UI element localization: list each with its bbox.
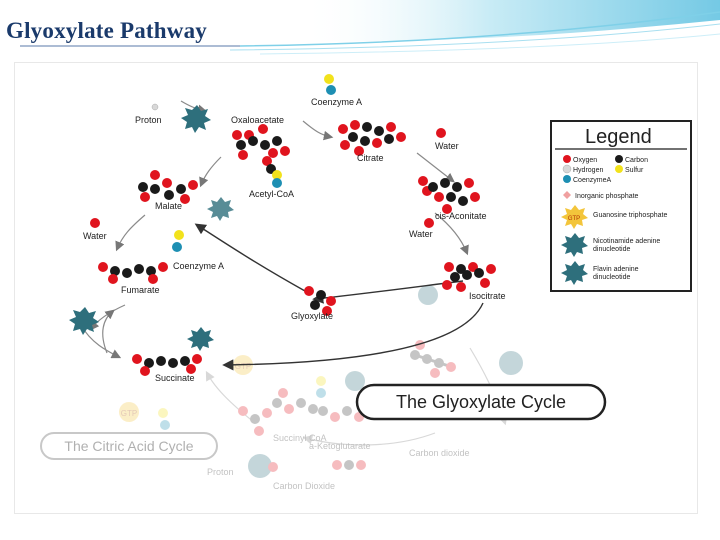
nadh-icon-malate [207, 197, 234, 221]
svg-text:The Glyoxylate Cycle: The Glyoxylate Cycle [396, 392, 566, 412]
label-succinyl-coa: Succinyl CoA [273, 433, 327, 443]
svg-text:dinucleotide: dinucleotide [593, 274, 630, 281]
label-a-ketoglutarate: a-Ketoglutarate [309, 441, 371, 451]
legend-item-sulfur: Sulfur [615, 165, 644, 174]
svg-text:Citrate: Citrate [357, 153, 384, 163]
legend-item-fad: Flavin adenine dinucleotide [561, 261, 639, 285]
molecule-water-left: Water [83, 218, 107, 241]
molecule-oxaloacetate: Oxaloacetate [231, 115, 290, 160]
svg-text:Water: Water [409, 229, 433, 239]
slide-title: Glyoxylate Pathway [6, 18, 207, 43]
molecule-water-mid: Water [409, 218, 434, 239]
svg-text:Water: Water [83, 231, 107, 241]
svg-text:Nicotinamide adenine: Nicotinamide adenine [593, 238, 660, 245]
svg-text:Coenzyme A: Coenzyme A [311, 97, 362, 107]
legend-item-oxygen: Oxygen [563, 155, 597, 164]
svg-text:CoenzymeA: CoenzymeA [573, 177, 611, 184]
legend-item-coenzyme-a: CoenzymeA [563, 175, 611, 184]
faded-nadh-star-1 [418, 285, 438, 305]
citric-acid-cycle-label: The Citric Acid Cycle [40, 432, 218, 460]
svg-text:The Citric Acid Cycle: The Citric Acid Cycle [64, 438, 193, 454]
arrow-isocitrate-to-succinate [222, 302, 484, 371]
glyoxylate-cycle-diagram: GTP GTP Succinyl CoA a-Ketoglutarate Car… [40, 74, 692, 491]
svg-text:Fumarate: Fumarate [121, 285, 160, 295]
molecule-cis-aconitate: cis-Aconitate [418, 176, 487, 221]
legend-item-nad: Nicotinamide adenine dinucleotide [561, 233, 660, 257]
molecule-succinate: Succinate [132, 354, 202, 383]
fadh-icon [561, 261, 588, 285]
legend: Legend Oxygen Carbon Hydrogen Sulfur Coe… [550, 120, 692, 292]
legend-item-inorganic-phosphate: Inorganic phosphate [563, 191, 639, 200]
citric-acid-cycle-faded: GTP GTP Succinyl CoA a-Ketoglutarate Car… [119, 285, 523, 491]
svg-text:Inorganic phosphate: Inorganic phosphate [575, 193, 639, 200]
svg-text:Sulfur: Sulfur [625, 167, 644, 174]
molecule-acetyl-coa: Acetyl-CoA [249, 156, 294, 199]
faded-nadh-star-3 [345, 371, 365, 391]
legend-item-carbon: Carbon [615, 155, 648, 164]
svg-text:Oxygen: Oxygen [573, 157, 597, 164]
legend-item-gtp: GTP Guanosine triphosphate [561, 205, 667, 229]
faded-molecule-b [272, 388, 318, 414]
gtp-icon [561, 205, 588, 229]
svg-text:Isocitrate: Isocitrate [469, 291, 506, 301]
nadh-icon-top [181, 105, 211, 133]
molecule-fumarate: Fumarate [98, 262, 168, 295]
svg-text:Carbon: Carbon [625, 157, 648, 164]
molecule-malate: Malate [138, 170, 198, 211]
nadh-icon-succinate [187, 327, 214, 351]
nadh-icon-left [69, 307, 99, 335]
header-decoration [20, 0, 720, 55]
molecule-water-top: Water [435, 128, 459, 151]
label-proton-bottom: Proton [207, 467, 234, 477]
legend-item-hydrogen: Hydrogen [562, 164, 603, 174]
svg-text:Hydrogen: Hydrogen [573, 167, 603, 174]
svg-text:Succinate: Succinate [155, 373, 195, 383]
svg-text:Acetyl-CoA: Acetyl-CoA [249, 189, 294, 199]
svg-text:GTP: GTP [235, 362, 251, 371]
label-carbon-dioxide-right: Carbon dioxide [409, 448, 470, 458]
faded-molecule-d [238, 406, 272, 436]
glyoxylate-cycle-label: The Glyoxylate Cycle [355, 383, 607, 421]
faded-molecule-a [410, 340, 456, 378]
faded-gtp-badge-2: GTP [119, 402, 139, 422]
molecule-proton-top: Proton [135, 103, 162, 125]
svg-text:Malate: Malate [155, 201, 182, 211]
faded-nadh-star-2 [499, 351, 523, 375]
svg-text:Coenzyme A: Coenzyme A [173, 261, 224, 271]
svg-text:Guanosine triphosphate: Guanosine triphosphate [593, 212, 667, 219]
svg-text:cis-Aconitate: cis-Aconitate [435, 211, 487, 221]
svg-text:Water: Water [435, 141, 459, 151]
diagram-panel: GTP GTP Succinyl CoA a-Ketoglutarate Car… [14, 62, 698, 514]
label-carbon-dioxide-bottom: Carbon Dioxide [273, 481, 335, 491]
molecule-isocitrate: Isocitrate [442, 262, 506, 301]
svg-text:Glyoxylate: Glyoxylate [291, 311, 333, 321]
svg-text:Proton: Proton [135, 115, 162, 125]
svg-text:GTP: GTP [121, 409, 137, 418]
svg-text:Oxaloacetate: Oxaloacetate [231, 115, 284, 125]
arrow-glyoxylate-to-malate [194, 223, 306, 292]
legend-title: Legend [585, 126, 652, 148]
molecule-citrate: Citrate [338, 120, 406, 163]
molecule-coenzyme-a-mid: Coenzyme A [172, 230, 224, 271]
faded-nadh-star-4 [248, 454, 272, 478]
arrow-isocitrate-to-glyoxylate [312, 280, 464, 304]
svg-text:GTP: GTP [568, 216, 580, 222]
molecule-coenzyme-a-top: Coenzyme A [311, 74, 362, 107]
svg-text:dinucleotide: dinucleotide [593, 246, 630, 253]
nadh-icon [561, 233, 588, 257]
svg-text:Flavin adenine: Flavin adenine [593, 266, 639, 273]
molecule-glyoxylate: Glyoxylate [291, 286, 336, 321]
